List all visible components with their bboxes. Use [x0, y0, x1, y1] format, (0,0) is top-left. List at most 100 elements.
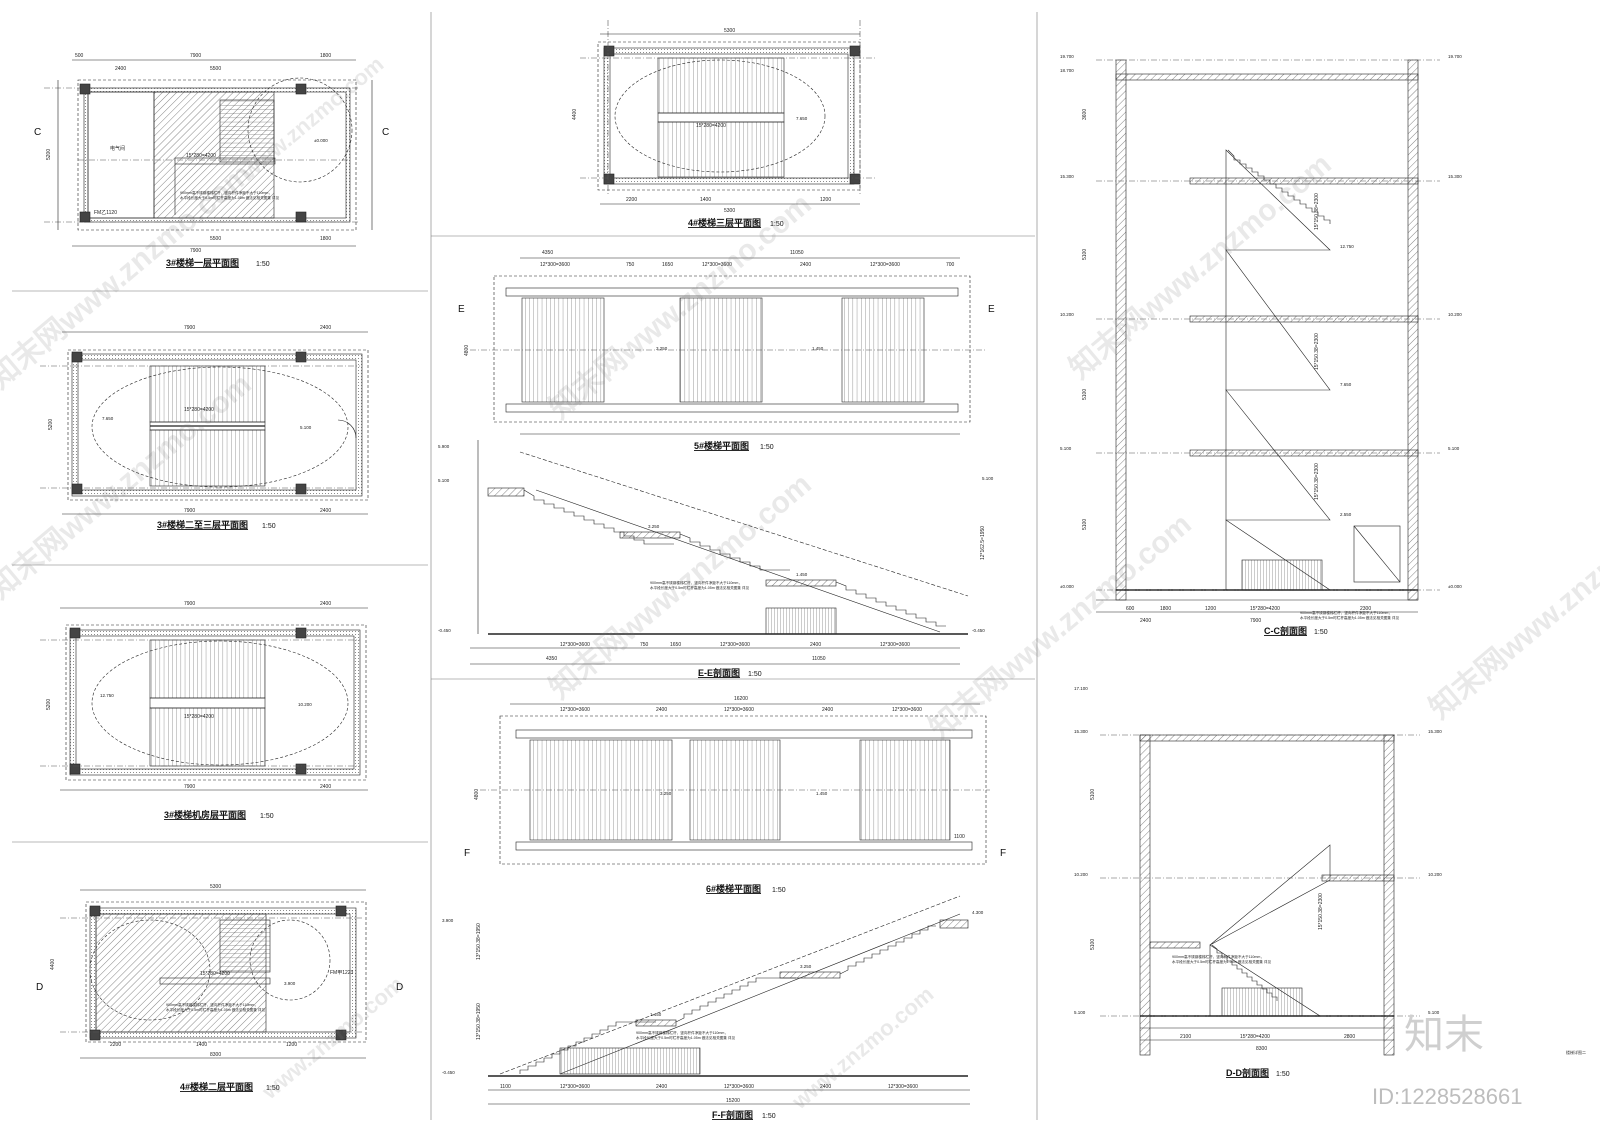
- drawing-scale: 1:50: [748, 671, 762, 678]
- dim: 4350: [542, 250, 553, 256]
- level: 15.300: [1448, 174, 1462, 179]
- drawing-scale: 1:50: [772, 887, 786, 894]
- run-label: 12*300=3600: [724, 1084, 754, 1090]
- dim: 5100: [1082, 249, 1088, 260]
- rise-label: 13*150.38=1950: [476, 923, 482, 960]
- note: 900mm高不锈钢楼梯栏杆，竖向杆件净距不大于110mm，: [1172, 954, 1264, 959]
- level: 7.650: [102, 416, 114, 421]
- note: 900mm高不锈钢楼梯栏杆，竖向杆件净距不大于110mm，: [180, 190, 272, 195]
- run-label: 15*280=4200: [696, 123, 726, 129]
- level: 5.900: [438, 444, 450, 449]
- dim: 2400: [800, 262, 811, 268]
- section-ee: [470, 440, 969, 665]
- dim: 2400: [822, 707, 833, 713]
- dim: 1800: [320, 236, 331, 242]
- note: 水平段长度大于0.5m时栏杆高度为1.05m 做法见相关图集 详见: [1172, 959, 1271, 964]
- dim: 11050: [812, 656, 826, 662]
- watermark: 知末网www.znzmo.com: [1423, 488, 1600, 726]
- dim: 7900: [190, 53, 201, 59]
- level: 5.100: [1060, 446, 1072, 451]
- note: 水平段长度大于0.5m时栏杆高度为1.05m 做法见相关图集 详见: [166, 1007, 265, 1012]
- level: 10.200: [1428, 872, 1442, 877]
- section-ff-labels: 1100 12*300=3600 2400 12*300=3600 2400 1…: [442, 910, 984, 1120]
- plan-3-machine-labels: 7900 2400 7900 2400 15*280=4200 12.750 1…: [46, 601, 331, 820]
- section-ff: [488, 895, 970, 1105]
- run-label: 15*280=4200: [184, 714, 214, 720]
- dim: 16200: [734, 696, 748, 702]
- room-label: 电气间: [110, 145, 125, 152]
- dim: 2400: [320, 508, 331, 514]
- plan-5-labels: 4350 11050 12*300=3600 750 1650 12*300=3…: [458, 250, 995, 451]
- run-label: 12*300=3600: [702, 262, 732, 268]
- dim: 5200: [46, 149, 52, 160]
- plan-5: [470, 257, 985, 435]
- dim: 1200: [1205, 606, 1216, 612]
- level: 3.250: [660, 791, 672, 796]
- level: ±0.000: [314, 138, 328, 143]
- dim: 5300: [724, 208, 735, 214]
- plan-4-floor2: [60, 889, 367, 1059]
- level: 3.900: [284, 981, 296, 986]
- drawing-title: 5#楼梯平面图: [694, 440, 749, 451]
- dim: 7900: [184, 325, 195, 331]
- watermark: 知末网www.znzmo.com: [923, 508, 1197, 746]
- section-mark: C: [34, 127, 41, 138]
- dim: 2400: [810, 642, 821, 648]
- drawing-title: 4#楼梯二层平面图: [180, 1081, 253, 1092]
- dim: 5100: [1090, 939, 1096, 950]
- drawing-title: F-F剖面图: [712, 1109, 753, 1120]
- level: 15.300: [1060, 174, 1074, 179]
- dim: 750: [626, 262, 635, 268]
- note: 900mm高不锈钢楼梯栏杆，竖向杆件净距不大于110mm，: [636, 1030, 728, 1035]
- dim: 2100: [1180, 1034, 1191, 1040]
- corner-label: 楼梯详图二: [1566, 1049, 1586, 1055]
- level: 1.450: [796, 572, 808, 577]
- plan-4-floor3: [580, 20, 875, 205]
- run-label: 15*280=4200: [184, 407, 214, 413]
- door-label: FM乙1120: [94, 209, 117, 216]
- drawing-scale: 1:50: [770, 221, 784, 228]
- plan-6: [480, 703, 990, 865]
- brand: 知末 ID:1228528661: [1372, 1013, 1522, 1109]
- plan-6-labels: 16200 12*300=3600 2400 12*300=3600 2400 …: [464, 696, 1006, 894]
- section-mark: C: [382, 127, 389, 138]
- note: 水平段长度大于0.5m时栏杆高度为1.05m 做法见相关图集 详见: [636, 1035, 735, 1040]
- dim: 7900: [184, 784, 195, 790]
- dim: 7900: [184, 508, 195, 514]
- level: 19.700: [1060, 54, 1074, 59]
- run-label: 12*300=3600: [880, 642, 910, 648]
- level: 4.300: [972, 910, 984, 915]
- dim: 1400: [700, 197, 711, 203]
- dim: 7900: [1250, 618, 1261, 624]
- run-label: 15*280=4200: [200, 971, 230, 977]
- dim: 2400: [320, 784, 331, 790]
- section-ee-labels: 12*300=3600 750 1650 12*300=3600 2400 12…: [438, 444, 994, 678]
- note: 900mm高不锈钢楼梯栏杆，竖向杆件净距不大于110mm，: [1300, 610, 1392, 615]
- dim: 1400: [196, 1042, 207, 1048]
- drawing-scale: 1:50: [256, 261, 270, 268]
- run-label: 12*300=3600: [560, 707, 590, 713]
- dim: 3600: [1082, 109, 1088, 120]
- level: 19.700: [1448, 54, 1462, 59]
- drawing-scale: 1:50: [762, 1113, 776, 1120]
- drawing-title: 3#楼梯二至三层平面图: [157, 519, 248, 530]
- level: 10.200: [1448, 312, 1462, 317]
- drawing-scale: 1:50: [266, 1085, 280, 1092]
- dim: 5500: [210, 236, 221, 242]
- dim: 2400: [1140, 618, 1151, 624]
- watermark: 知末网www.znzmo.com: [543, 468, 817, 706]
- run-label: 12*300=3600: [560, 1084, 590, 1090]
- level: 10.200: [1074, 872, 1088, 877]
- run-label: 15*280=4200: [186, 153, 216, 159]
- dim: 5200: [48, 419, 54, 430]
- dim: 2400: [820, 1084, 831, 1090]
- panel-dividers: [12, 12, 1038, 1120]
- dim: 1100: [954, 834, 965, 840]
- dim: 1800: [320, 53, 331, 59]
- watermark: www.znzmo.com: [786, 981, 938, 1114]
- run-label: 15*280=4200: [1250, 606, 1280, 612]
- section-dd-labels: 17.100 15.300 10.200 5.100 15.300 10.200…: [1074, 686, 1586, 1078]
- rise-label: 13*150.38=1950: [476, 1003, 482, 1040]
- section-mark: D: [396, 982, 403, 993]
